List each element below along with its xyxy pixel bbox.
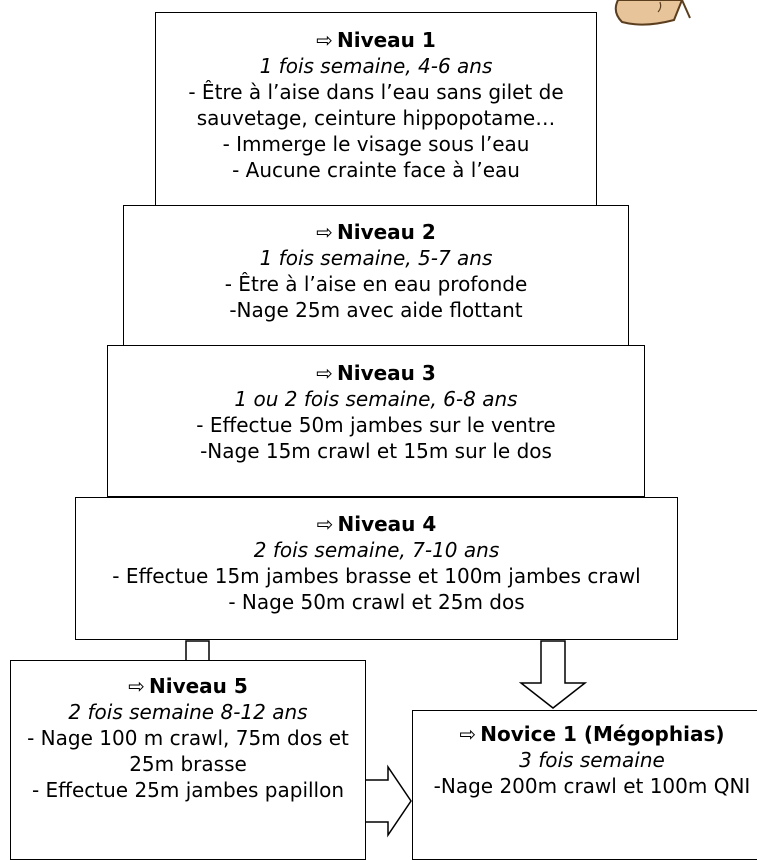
level-title-text: Niveau 2 [336, 220, 436, 244]
level-title-text: Niveau 4 [337, 512, 437, 536]
hollow-arrow-icon [518, 640, 588, 709]
level-requirement: - Immerge le visage sous l’eau [222, 132, 530, 156]
level-requirement: - Être à l’aise dans l’eau sans gilet de… [188, 80, 564, 130]
level-frequency: 2 fois semaine 8-12 ans [68, 700, 308, 724]
level-title-text: Niveau 1 [336, 28, 436, 52]
level-box-niveau-5: ⇨Niveau 5 2 fois semaine 8-12 ans - Nage… [10, 660, 366, 860]
level-title-text: Niveau 3 [336, 361, 436, 385]
level-requirement: - Nage 100 m crawl, 75m dos et 25m brass… [27, 726, 349, 776]
right-arrow-icon: ⇨ [316, 220, 333, 244]
level-box-novice-1: ⇨Novice 1 (Mégophias) 3 fois semaine -Na… [412, 710, 757, 860]
level-requirement: - Effectue 15m jambes brasse et 100m jam… [112, 564, 641, 588]
level-requirement: -Nage 25m avec aide flottant [229, 298, 523, 322]
level-box-niveau-4: ⇨Niveau 4 2 fois semaine, 7-10 ans - Eff… [75, 497, 678, 640]
level-requirement: - Nage 50m crawl et 25m dos [228, 590, 525, 614]
level-requirement: - Effectue 25m jambes papillon [31, 778, 345, 802]
level-frequency: 2 fois semaine, 7-10 ans [253, 538, 500, 562]
level-title: ⇨Niveau 2 [124, 219, 628, 245]
right-arrow-icon: ⇨ [316, 512, 334, 536]
level-title: ⇨Niveau 4 [76, 511, 677, 537]
level-requirement: -Nage 200m crawl et 100m QNI [433, 774, 751, 798]
level-requirement: - Aucune crainte face à l’eau [232, 158, 520, 182]
level-title: ⇨Niveau 1 [156, 27, 596, 53]
level-box-niveau-3: ⇨Niveau 3 1 ou 2 fois semaine, 6-8 ans -… [107, 345, 645, 497]
level-frequency: 1 fois semaine, 4-6 ans [259, 54, 493, 78]
right-arrow-icon: ⇨ [459, 722, 477, 746]
level-box-niveau-2: ⇨Niveau 2 1 fois semaine, 5-7 ans - Être… [123, 205, 629, 348]
level-frequency: 3 fois semaine [519, 748, 665, 772]
level-title-text: Novice 1 (Mégophias) [480, 722, 725, 746]
right-arrow-icon: ⇨ [316, 28, 333, 52]
level-title: ⇨Novice 1 (Mégophias) [413, 721, 757, 747]
level-requirement: - Effectue 50m jambes sur le ventre [196, 413, 556, 437]
level-title: ⇨Niveau 3 [108, 360, 644, 386]
level-requirement: -Nage 15m crawl et 15m sur le dos [200, 439, 552, 463]
level-box-niveau-1: ⇨Niveau 1 1 fois semaine, 4-6 ans - Être… [155, 12, 597, 208]
right-arrow-icon: ⇨ [128, 674, 145, 698]
level-frequency: 1 fois semaine, 5-7 ans [259, 246, 493, 270]
level-frequency: 1 ou 2 fois semaine, 6-8 ans [234, 387, 518, 411]
level-title: ⇨Niveau 5 [11, 673, 365, 699]
level-requirement: - Être à l’aise en eau profonde [224, 272, 528, 296]
level-title-text: Niveau 5 [148, 674, 248, 698]
mascot-image [614, 0, 691, 26]
right-arrow-icon: ⇨ [316, 361, 333, 385]
